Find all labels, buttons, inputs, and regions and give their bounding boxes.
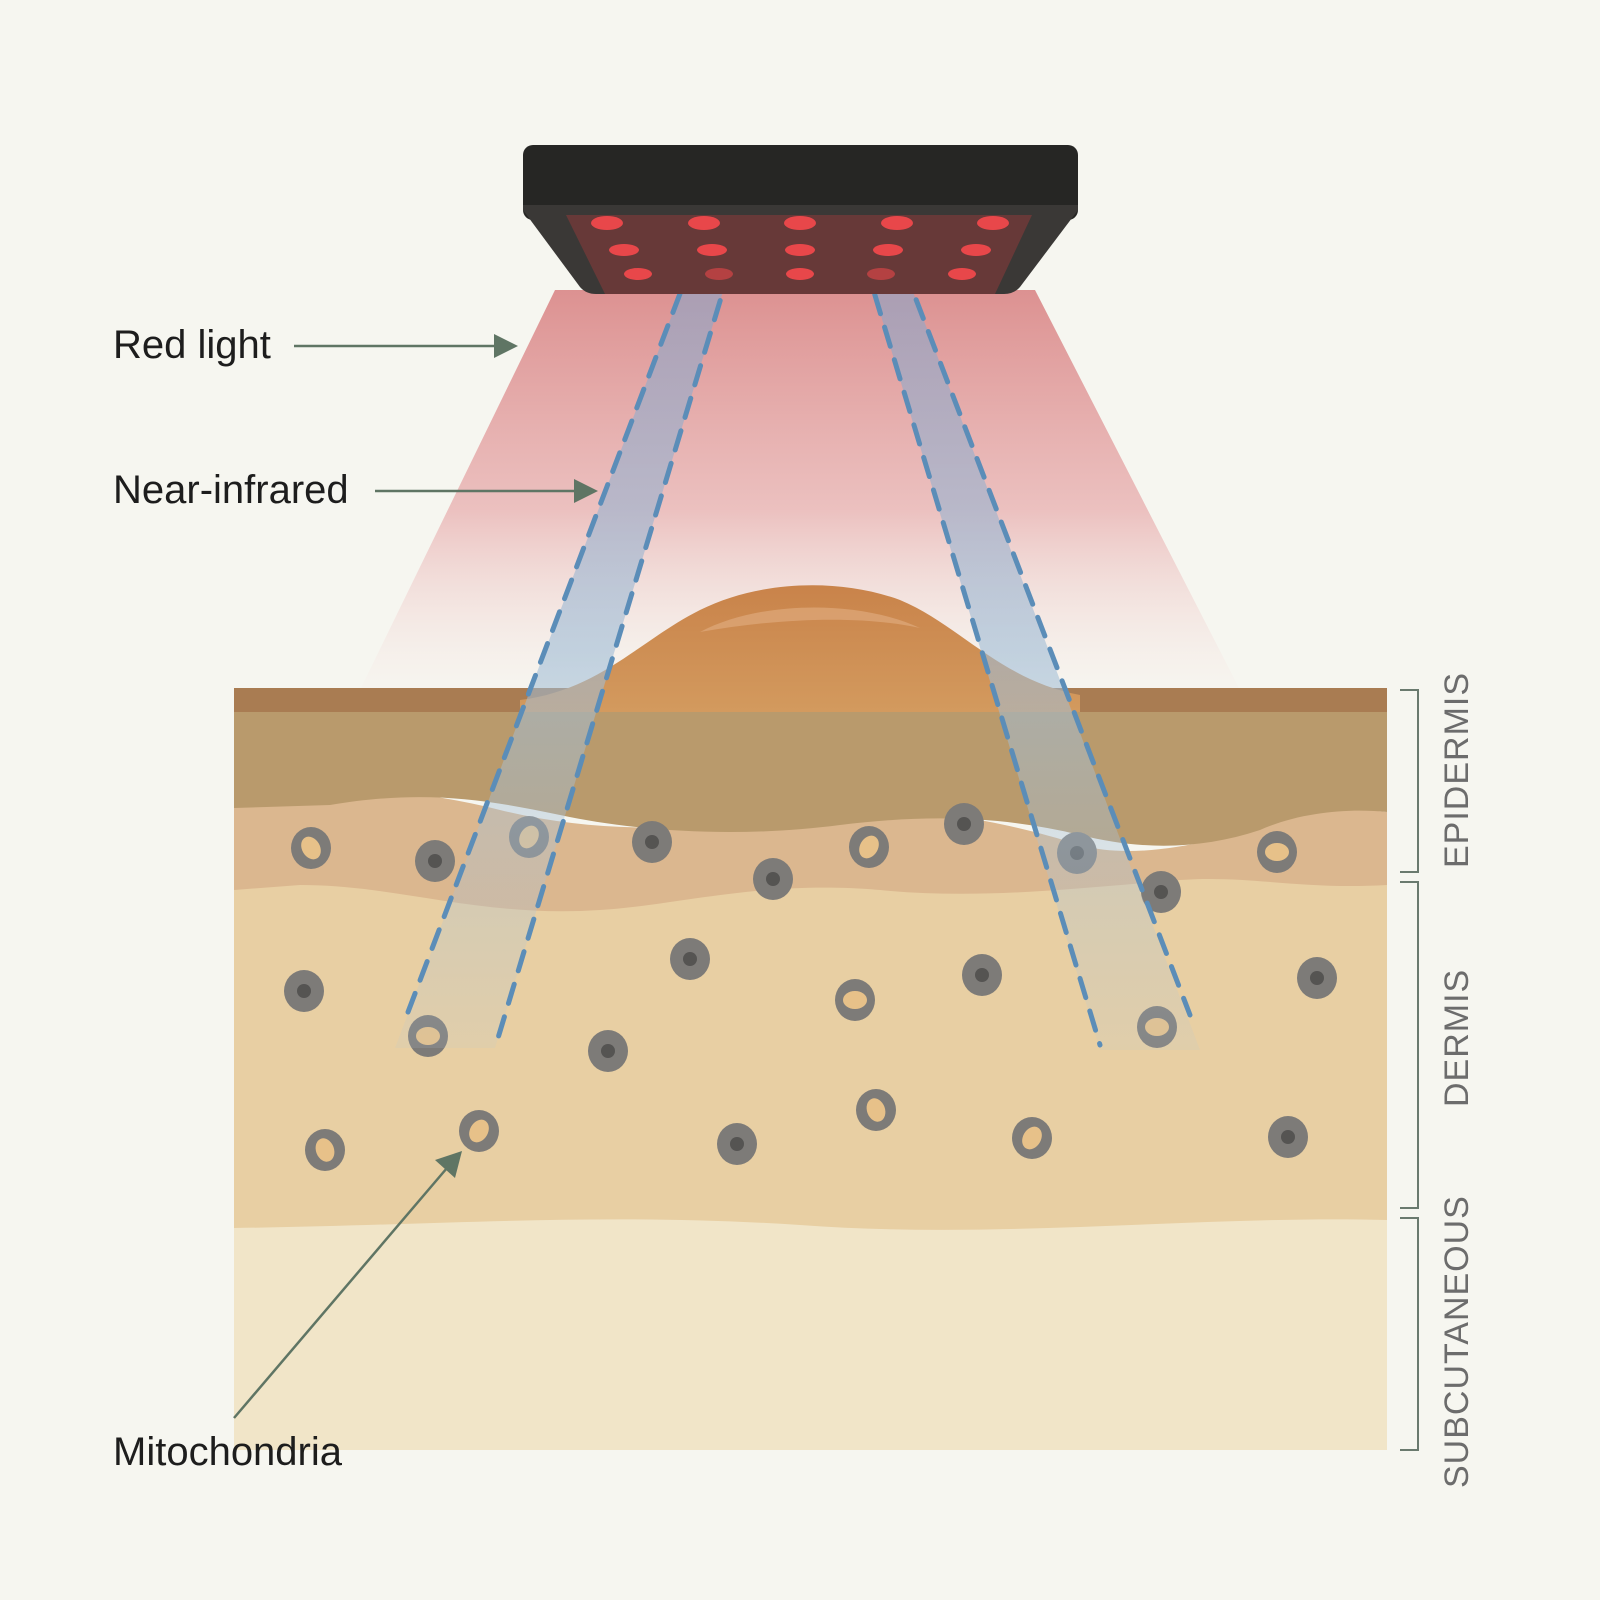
label-red-light: Red light [113, 323, 271, 367]
mitochondria-cell [835, 979, 875, 1021]
cell [944, 803, 984, 845]
light-therapy-device [523, 145, 1078, 294]
dermis-layer [234, 868, 1387, 1230]
layer-label-dermis: DERMIS [1438, 968, 1476, 1107]
cell [1297, 957, 1337, 999]
cell [717, 1123, 757, 1165]
led-array [591, 216, 1009, 280]
mitochondria-cell [849, 826, 889, 868]
mitochondria-cell [305, 1129, 345, 1171]
skin-bump [520, 585, 1080, 712]
cell [753, 858, 793, 900]
label-near-infrared: Near-infrared [113, 468, 349, 512]
layer-brackets [1400, 689, 1419, 1451]
mitochondria-cell [1257, 831, 1297, 873]
cell [1141, 871, 1181, 913]
near-infrared-beam-right [862, 259, 1200, 1050]
cell [962, 954, 1002, 996]
cell [632, 821, 672, 863]
layer-label-subcutaneous: SUBCUTANEOUS [1438, 1195, 1476, 1488]
bump-highlight [700, 607, 920, 632]
subcutaneous-layer [234, 1200, 1387, 1450]
arrow-red-light [294, 334, 518, 358]
mitochondria-cell [291, 827, 331, 869]
label-mitochondria: Mitochondria [113, 1430, 343, 1474]
mitochondria-cell [459, 1110, 499, 1152]
cell [415, 840, 455, 882]
cell [284, 970, 324, 1012]
mitochondria-cell [856, 1089, 896, 1131]
cell [670, 938, 710, 980]
mitochondria-cell [1012, 1117, 1052, 1159]
cell [1268, 1116, 1308, 1158]
arrow-near-infrared [375, 479, 598, 503]
near-infrared-beam-left [395, 259, 733, 1051]
arrow-mitochondria [233, 1151, 462, 1419]
bracket-epidermis [1400, 689, 1419, 873]
bracket-subcutaneous [1400, 1217, 1419, 1451]
cell [588, 1030, 628, 1072]
bracket-dermis [1400, 881, 1419, 1209]
layer-label-epidermis: EPIDERMIS [1438, 671, 1476, 868]
